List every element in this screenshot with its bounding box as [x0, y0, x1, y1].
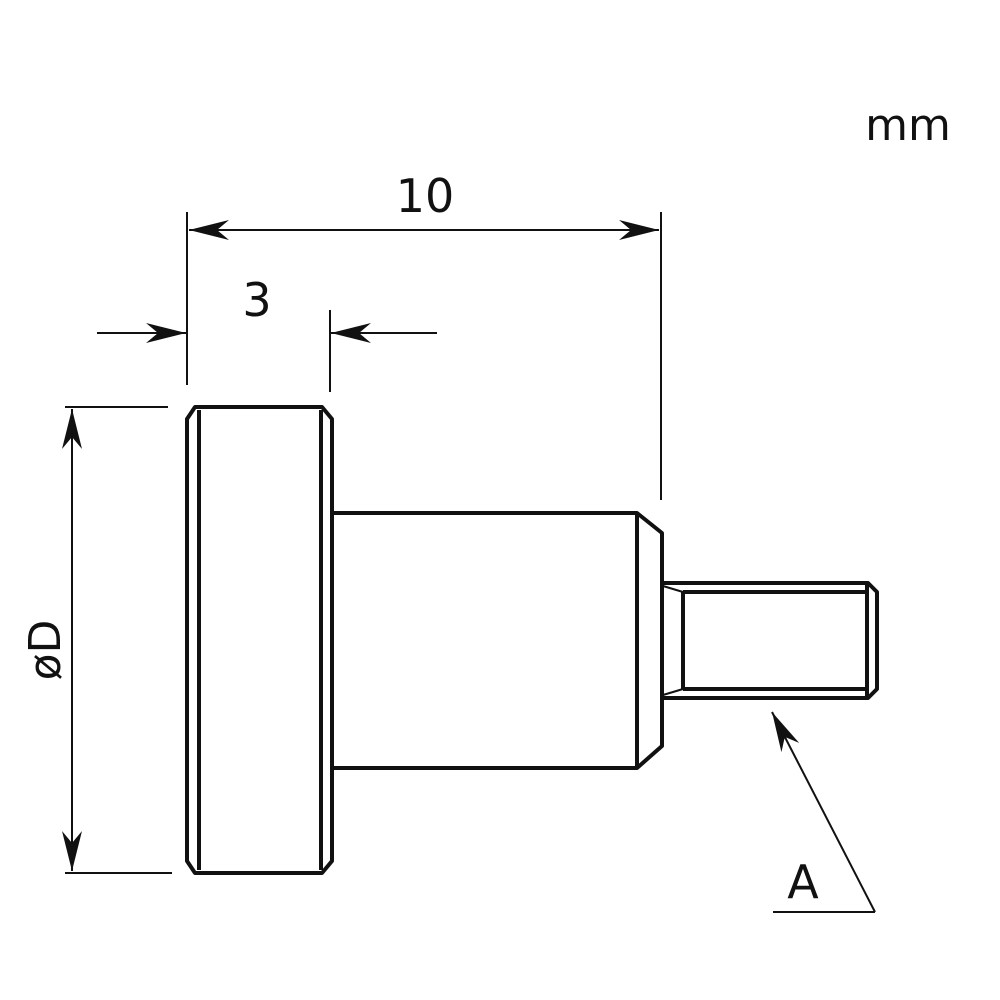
dimension-od-label: øD [20, 620, 71, 681]
dimension-head-diameter: øD [20, 406, 172, 874]
callout-a-label: A [787, 855, 819, 909]
dimension-3-label: 3 [242, 273, 271, 327]
callout-a: A [771, 711, 876, 913]
part-outline [185, 405, 879, 875]
pin [662, 581, 879, 700]
body [332, 511, 664, 770]
units-label: mm [865, 100, 951, 151]
dimension-overall-length: 10 [186, 169, 662, 500]
head [185, 405, 334, 875]
dimension-10-label: 10 [396, 169, 455, 223]
dimension-head-thickness: 3 [97, 273, 437, 392]
